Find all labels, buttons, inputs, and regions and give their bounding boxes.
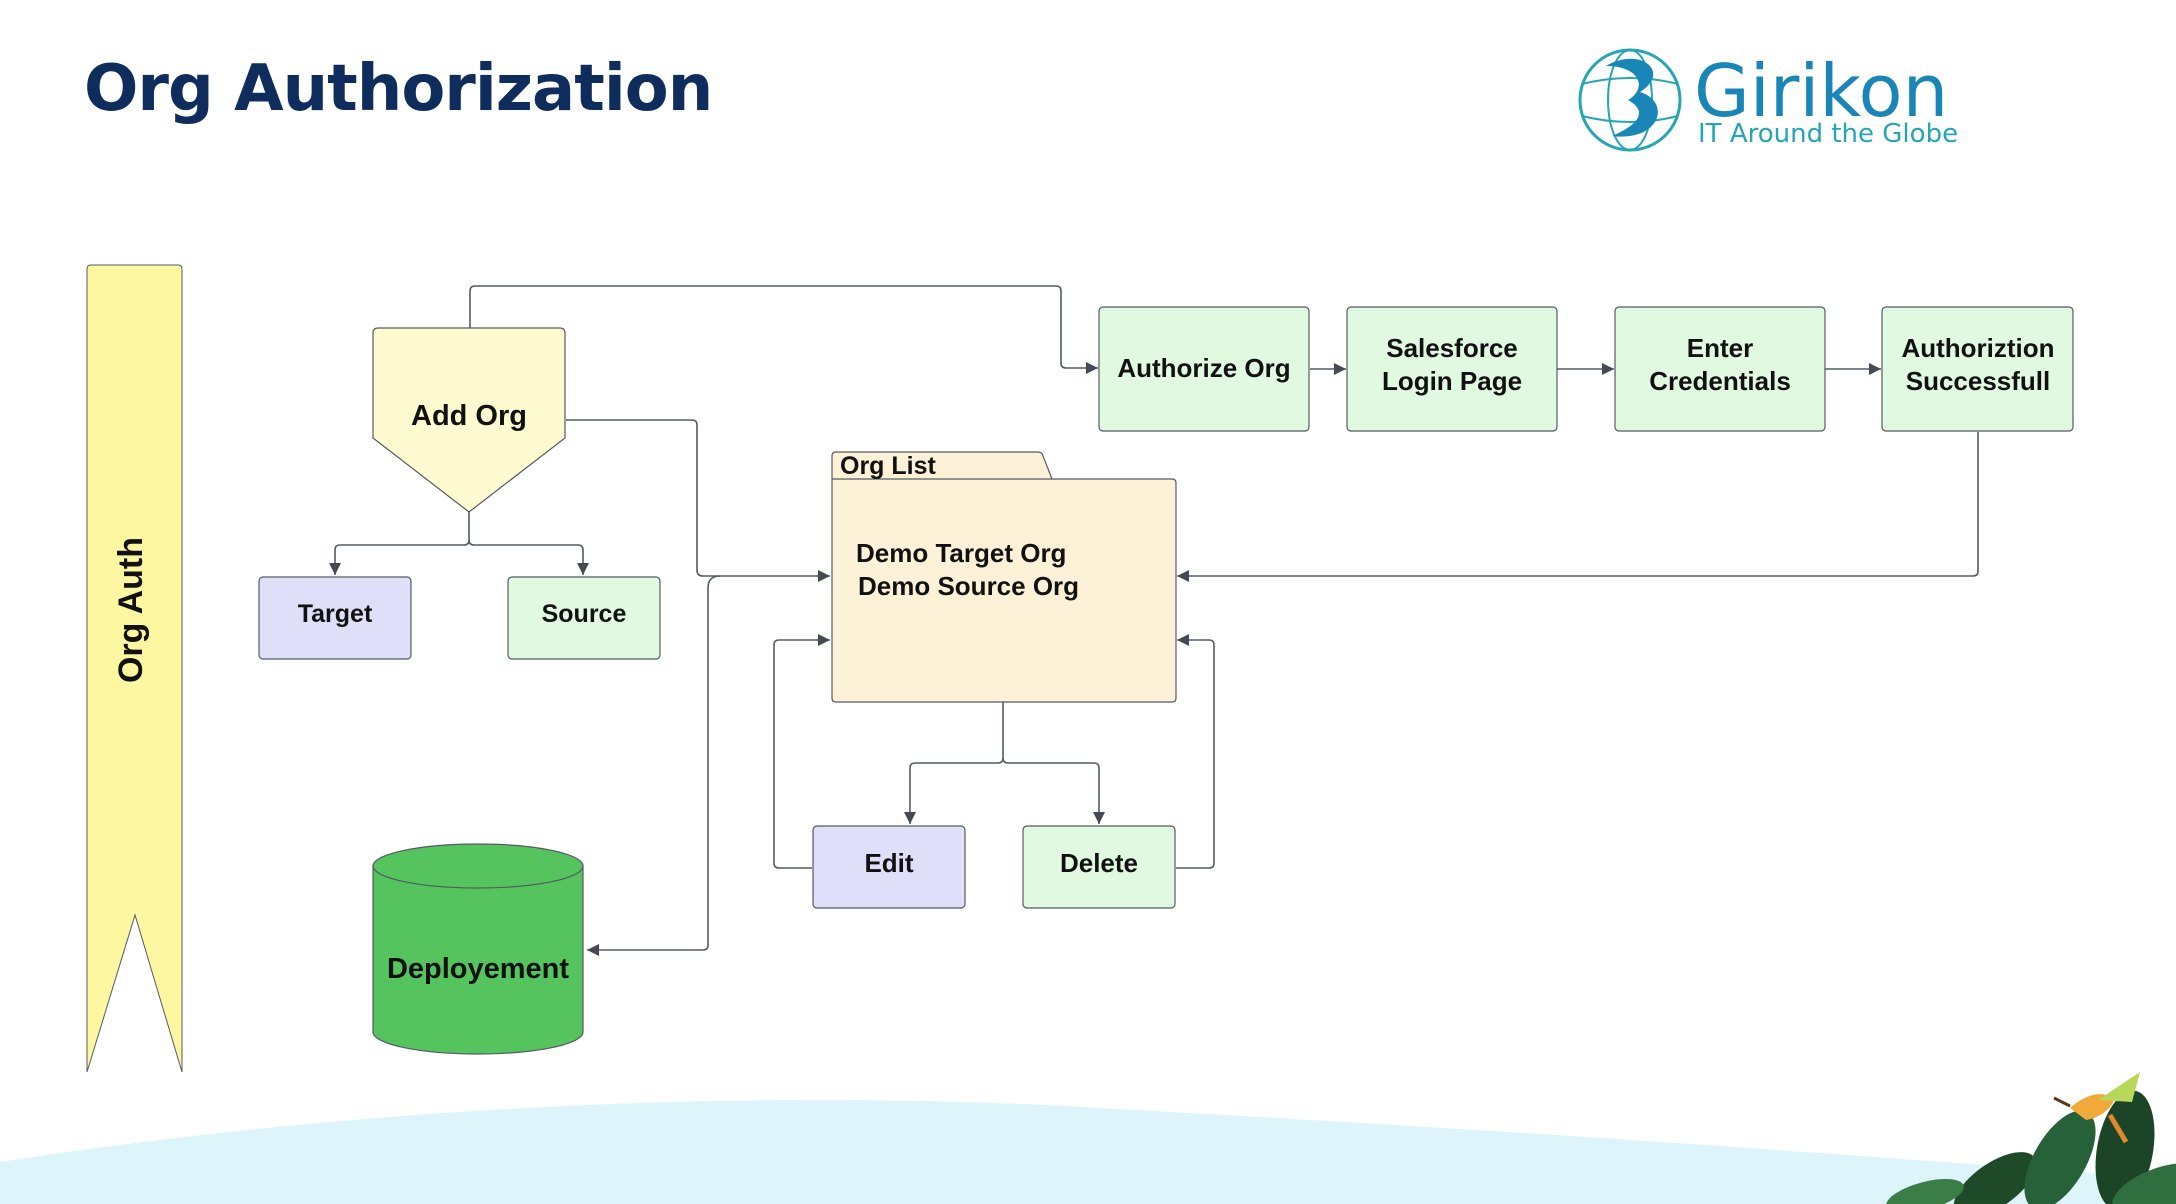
deployment-label: Deployement bbox=[387, 953, 569, 985]
authorize-org-label: Authorize Org bbox=[1117, 353, 1290, 383]
connector-addorg-authorize bbox=[469, 285, 1098, 374]
logo-name: Girikon bbox=[1694, 49, 1948, 133]
target-node: Target bbox=[258, 576, 412, 660]
authorize-org-node: Authorize Org bbox=[1098, 306, 1310, 432]
authorization-success-label-line1: Authoriztion bbox=[1901, 333, 2054, 363]
target-label: Target bbox=[298, 600, 373, 628]
logo-tagline: IT Around the Globe bbox=[1698, 119, 1958, 149]
enter-credentials-label-line1: Enter bbox=[1687, 333, 1753, 363]
enter-credentials-label-line2: Credentials bbox=[1649, 366, 1791, 396]
salesforce-login-label-line1: Salesforce bbox=[1386, 333, 1518, 363]
authorization-success-label-line2: Successfull bbox=[1906, 366, 2051, 396]
connector-addorg-target bbox=[329, 512, 470, 575]
delete-node: Delete bbox=[1022, 825, 1176, 909]
org-list-node: Org List Demo Target Org Demo Source Org bbox=[831, 451, 1177, 703]
source-label: Source bbox=[542, 600, 627, 628]
edit-node: Edit bbox=[812, 825, 966, 909]
org-list-item: Demo Source Org bbox=[858, 571, 1079, 601]
connector-orglist-edit bbox=[904, 701, 1004, 824]
add-org-node: Add Org bbox=[372, 327, 566, 513]
connectors bbox=[329, 285, 1979, 956]
swimlane-org-auth: Org Auth bbox=[86, 264, 183, 1073]
swimlane-label: Org Auth bbox=[112, 537, 150, 683]
globe-icon bbox=[1578, 48, 1682, 152]
connector-addorg-orglist bbox=[566, 419, 830, 582]
source-node: Source bbox=[507, 576, 661, 660]
org-list-item: Demo Target Org bbox=[856, 538, 1066, 568]
background-wave bbox=[0, 1099, 2176, 1204]
deployment-node: Deployement bbox=[372, 843, 584, 1055]
org-list-tab-label: Org List bbox=[840, 452, 937, 480]
connector-orglist-delete bbox=[1002, 757, 1105, 824]
hummingbird-icon bbox=[2053, 1072, 2140, 1144]
connector-delete-orglist bbox=[1176, 634, 1215, 869]
connector-addorg-source bbox=[468, 539, 589, 575]
connector-success-orglist bbox=[1177, 432, 1979, 582]
connector-edit-orglist bbox=[773, 634, 830, 869]
delete-label: Delete bbox=[1060, 848, 1138, 878]
connector-orglist-deployment bbox=[587, 575, 721, 956]
page-title: Org Authorization bbox=[84, 52, 713, 126]
add-org-label: Add Org bbox=[411, 400, 527, 432]
foliage-decoration bbox=[1886, 1090, 2176, 1204]
authorization-success-node: Authoriztion Successfull bbox=[1881, 306, 2074, 432]
edit-label: Edit bbox=[864, 848, 913, 878]
salesforce-login-node: Salesforce Login Page bbox=[1346, 306, 1558, 432]
girikon-logo: Girikon IT Around the Globe bbox=[1578, 48, 1958, 152]
salesforce-login-label-line2: Login Page bbox=[1382, 366, 1522, 396]
enter-credentials-node: Enter Credentials bbox=[1614, 306, 1826, 432]
